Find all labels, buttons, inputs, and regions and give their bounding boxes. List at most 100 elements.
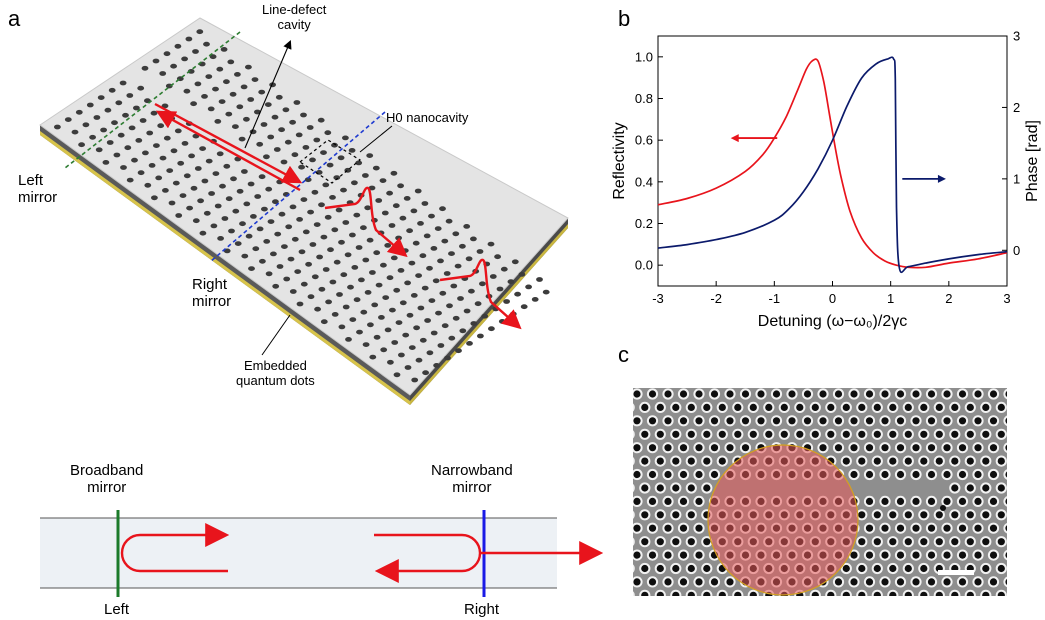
sem-hole: [966, 430, 974, 438]
sem-hole: [757, 417, 765, 425]
pc-hole: [329, 195, 336, 200]
pc-hole: [375, 282, 383, 288]
label-broadband-mirror: Broadband mirror: [70, 462, 144, 496]
pc-hole: [282, 107, 290, 113]
pc-hole: [444, 355, 451, 361]
sem-hole: [896, 444, 905, 452]
pc-hole: [54, 124, 61, 130]
sem-hole: [687, 538, 695, 546]
sem-hole: [811, 403, 819, 411]
pc-hole: [190, 185, 198, 191]
pc-hole: [459, 328, 467, 334]
pc-hole: [347, 284, 354, 290]
pc-hole: [219, 183, 226, 189]
pc-hole: [151, 195, 158, 201]
pc-hole: [120, 165, 127, 170]
sem-hole-rim: [1003, 496, 1007, 507]
sem-hole: [827, 430, 835, 438]
pc-hole: [146, 130, 154, 136]
sem-hole: [648, 444, 657, 452]
y-tick-label: 1.0: [635, 49, 653, 64]
pc-hole: [434, 226, 442, 232]
pc-hole: [356, 329, 363, 335]
y2-axis-label: Phase [rad]: [1024, 120, 1041, 202]
pc-hole: [205, 158, 213, 164]
pc-hole: [221, 216, 229, 221]
sem-hole-rim: [633, 537, 635, 546]
sem-hole: [726, 390, 734, 398]
pc-hole: [234, 241, 242, 247]
pc-hole: [367, 322, 374, 328]
sem-hole: [656, 457, 664, 465]
pc-hole: [271, 114, 279, 120]
sem-hole: [935, 538, 943, 546]
sem-hole: [633, 551, 641, 559]
sem-hole: [873, 457, 881, 465]
pc-hole: [313, 137, 321, 143]
sem-hole: [966, 403, 974, 411]
pc-hole: [259, 258, 266, 264]
pc-hole: [382, 295, 390, 300]
pc-hole: [273, 147, 281, 152]
pc-hole: [463, 224, 471, 229]
sem-hole: [672, 591, 680, 596]
pc-hole: [466, 341, 473, 346]
sem-hole: [718, 591, 726, 596]
sem-hole: [772, 417, 781, 425]
pc-hole: [137, 170, 145, 176]
pc-hole: [322, 182, 330, 188]
pc-hole: [283, 276, 291, 282]
sem-hole: [927, 470, 936, 479]
sem-hole: [958, 444, 967, 452]
pc-hole: [86, 102, 94, 108]
pc-hole: [300, 197, 308, 203]
pc-hole: [476, 249, 484, 254]
sem-hole: [966, 591, 974, 596]
sem-hole: [726, 578, 734, 586]
sem-hole: [710, 444, 719, 452]
pc-hole: [412, 240, 420, 246]
pc-hole: [335, 207, 343, 213]
pc-hole: [487, 241, 495, 247]
sem-hole: [695, 444, 703, 452]
sem-hole: [951, 591, 959, 596]
pc-hole: [144, 182, 152, 188]
pc-hole: [272, 283, 280, 289]
pc-hole: [406, 228, 413, 234]
sem-hole: [834, 444, 843, 452]
sem-hole: [1005, 391, 1007, 397]
pc-hole: [326, 162, 334, 168]
pc-hole: [422, 370, 429, 376]
pc-hole: [302, 229, 310, 235]
pc-hole: [313, 222, 321, 228]
pc-hole: [479, 281, 486, 287]
sem-hole: [648, 524, 657, 532]
plot-frame: [657, 35, 1008, 287]
pc-hole: [430, 330, 438, 336]
pc-hole: [267, 134, 275, 140]
sem-hole: [958, 470, 967, 479]
sem-hole: [920, 538, 928, 546]
sem-hole: [819, 390, 827, 398]
pc-hole: [284, 139, 292, 145]
sem-hole-rim: [1003, 415, 1007, 427]
sem-hole: [850, 470, 858, 479]
pc-hole: [417, 221, 424, 226]
pc-hole: [333, 259, 341, 265]
sem-hole: [858, 457, 866, 465]
sem-hole: [656, 591, 664, 596]
pc-hole: [410, 208, 418, 214]
sem-hole: [695, 551, 703, 559]
pc-hole: [446, 303, 453, 309]
pc-hole: [293, 100, 301, 105]
pc-hole: [236, 188, 244, 194]
pc-hole: [399, 215, 407, 221]
pc-hole: [119, 80, 127, 86]
sem-hole: [641, 457, 649, 465]
pc-hole: [254, 194, 262, 199]
pc-hole: [500, 266, 508, 272]
pc-hole: [331, 312, 339, 317]
pc-hole: [152, 58, 160, 64]
sem-hole-rim: [633, 564, 635, 573]
sem-hole: [741, 444, 750, 452]
